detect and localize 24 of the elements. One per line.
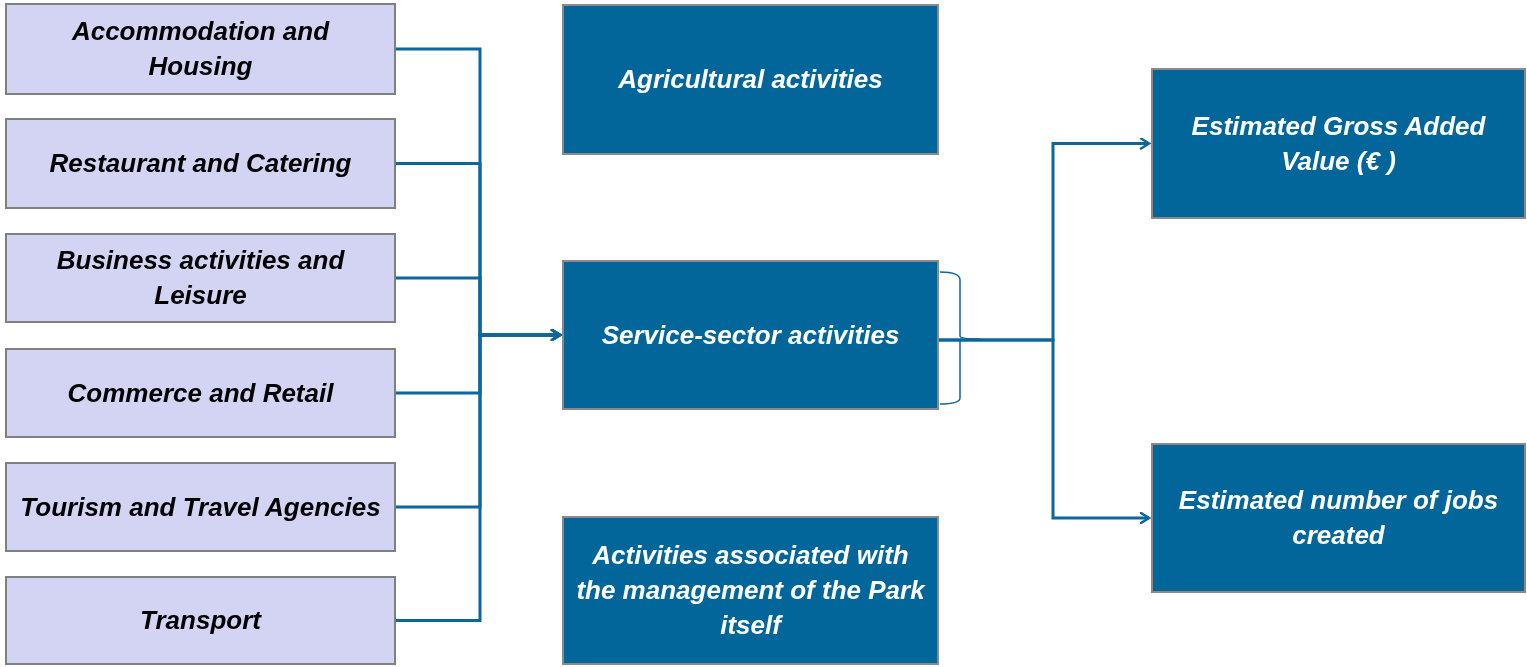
process-box xyxy=(562,516,939,665)
box-label: Accommodation and Housing xyxy=(70,15,331,83)
box-label: Activities associated with the management of the Park itself xyxy=(576,539,925,642)
connector-arrow xyxy=(939,338,1151,525)
box-label: Business activities and Leisure xyxy=(55,244,346,312)
box-label: Estimated Gross Added Value (€ ) xyxy=(1190,109,1487,178)
process-box xyxy=(1151,68,1526,219)
process-box xyxy=(562,260,939,410)
process-box xyxy=(5,118,396,209)
process-box xyxy=(5,233,396,323)
box-label: Commerce and Retail xyxy=(67,376,334,410)
box-label: Agricultural activities xyxy=(618,63,883,96)
process-box xyxy=(562,4,939,155)
process-box xyxy=(5,348,396,438)
process-box xyxy=(5,576,396,665)
box-label: Estimated number of jobs created xyxy=(1177,484,1500,552)
box-label: Restaurant and Catering xyxy=(49,147,352,180)
connector-arrow xyxy=(396,328,562,622)
process-box xyxy=(5,462,396,552)
box-label: Service-sector activities xyxy=(601,318,900,352)
box-label: Tourism and Travel Agencies xyxy=(20,490,381,524)
process-box xyxy=(1151,443,1526,593)
process-box xyxy=(5,3,396,95)
box-label: Transport xyxy=(140,604,261,637)
